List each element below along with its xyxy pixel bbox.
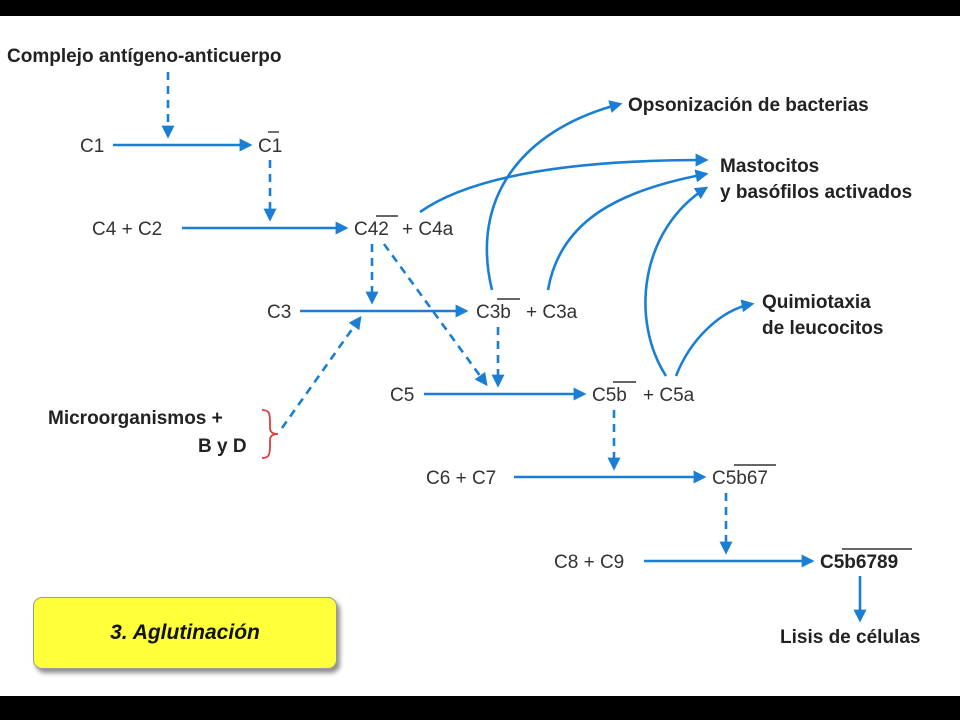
basophils-label: y basófilos activados	[720, 182, 912, 203]
dashed-arrow-c42-to-c5	[382, 243, 488, 387]
c3b-label: C3b	[476, 302, 511, 323]
c4-c2-label: C4 + C2	[92, 219, 162, 240]
curve-c5a-to-chemotaxis	[674, 299, 755, 377]
c5b6789-label: C5b6789	[820, 552, 898, 573]
c4a-label: + C4a	[402, 219, 454, 240]
c5b-label: C5b	[592, 385, 627, 406]
b-and-d-label: B y D	[198, 436, 247, 457]
c8-c9-label: C8 + C9	[554, 552, 624, 573]
c6-c7-label: C6 + C7	[426, 468, 496, 489]
c3a-label: + C3a	[526, 302, 578, 323]
caption-text: 3. Aglutinación	[110, 621, 260, 644]
curve-c3b-to-opsonization	[485, 100, 623, 291]
chemotaxis-label: Quimiotaxia	[762, 292, 871, 313]
dashed-arrow-microorganisms-to-c3	[280, 315, 362, 429]
c42-label: C42	[354, 219, 389, 240]
c1-active-label: C1	[258, 136, 282, 157]
leukocytes-label: de leucocitos	[762, 318, 883, 339]
antigen-antibody-complex-label: Complejo antígeno-anticuerpo	[7, 46, 281, 67]
c3-label: C3	[267, 302, 291, 323]
caption-box: 3. Aglutinación	[33, 597, 337, 669]
slide-background	[0, 16, 960, 696]
cell-lysis-label: Lisis de células	[780, 627, 920, 648]
c5-label: C5	[390, 385, 414, 406]
microorganisms-brace	[261, 409, 279, 459]
c5b67-label: C5b67	[712, 468, 768, 489]
curve-c5a-to-mast-cells	[644, 186, 709, 377]
opsonization-label: Opsonización de bacterias	[628, 95, 869, 116]
curve-c4a-to-mast-cells	[419, 153, 709, 214]
microorganisms-label: Microorganismos +	[48, 408, 223, 429]
mast-cells-label: Mastocitos	[720, 156, 819, 177]
curve-c3a-to-mast-cells	[546, 169, 709, 291]
c1-label: C1	[80, 136, 104, 157]
c5a-label: + C5a	[643, 385, 695, 406]
